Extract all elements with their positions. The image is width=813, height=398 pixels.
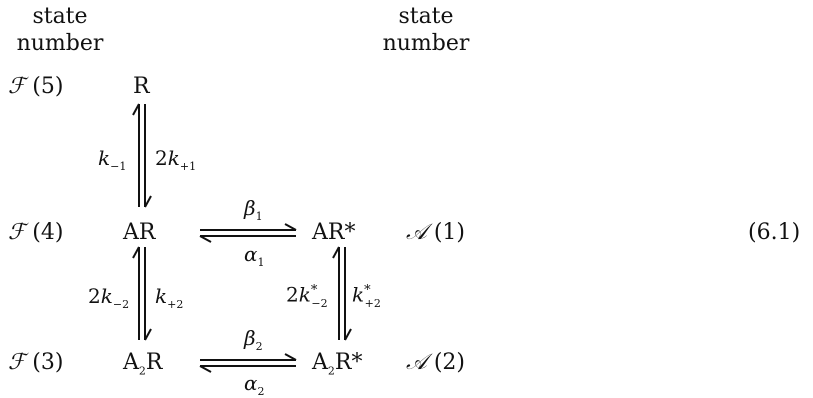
rate-beta1: β1 bbox=[244, 196, 263, 223]
rate-k-plus2: k+2 bbox=[155, 284, 184, 311]
species-A2Rstar: A2R* bbox=[312, 350, 363, 378]
arrow-A2R-A2Rstar bbox=[199, 353, 297, 373]
equation-number: (6.1) bbox=[748, 220, 801, 245]
left-header-line1: state bbox=[32, 4, 88, 29]
rate-alpha2: α2 bbox=[244, 371, 265, 398]
rate-k-plus2-star: k*+2 bbox=[352, 282, 381, 310]
rate-2k-minus2-star: 2k*−2 bbox=[286, 282, 328, 310]
species-ARstar: AR* bbox=[312, 220, 356, 245]
arrow-AR-A2R bbox=[132, 246, 152, 341]
state-label-A2R: ℱ (3) bbox=[8, 350, 64, 375]
arrow-AR-ARstar bbox=[199, 223, 297, 243]
rate-alpha1: α1 bbox=[244, 242, 265, 269]
arrow-R-AR bbox=[132, 103, 152, 208]
left-header-line2: number bbox=[16, 31, 104, 56]
species-A2R: A2R bbox=[123, 350, 163, 378]
state-label-AR: ℱ (4) bbox=[8, 220, 64, 245]
right-header-line1: state bbox=[398, 4, 454, 29]
rate-k-minus1: k−1 bbox=[98, 146, 127, 173]
state-label-ARstar: 𝒜 (1) bbox=[406, 220, 465, 245]
species-R: R bbox=[133, 74, 150, 99]
state-label-R: ℱ (5) bbox=[8, 74, 64, 99]
rate-beta2: β2 bbox=[244, 326, 263, 353]
rate-2k-minus2: 2k−2 bbox=[88, 284, 130, 311]
species-AR: AR bbox=[123, 220, 156, 245]
rate-2k-plus1: 2k+1 bbox=[155, 146, 197, 173]
arrow-ARstar-A2Rstar bbox=[332, 246, 352, 341]
right-header-line2: number bbox=[382, 31, 470, 56]
state-label-A2Rstar: 𝒜 (2) bbox=[406, 350, 465, 375]
